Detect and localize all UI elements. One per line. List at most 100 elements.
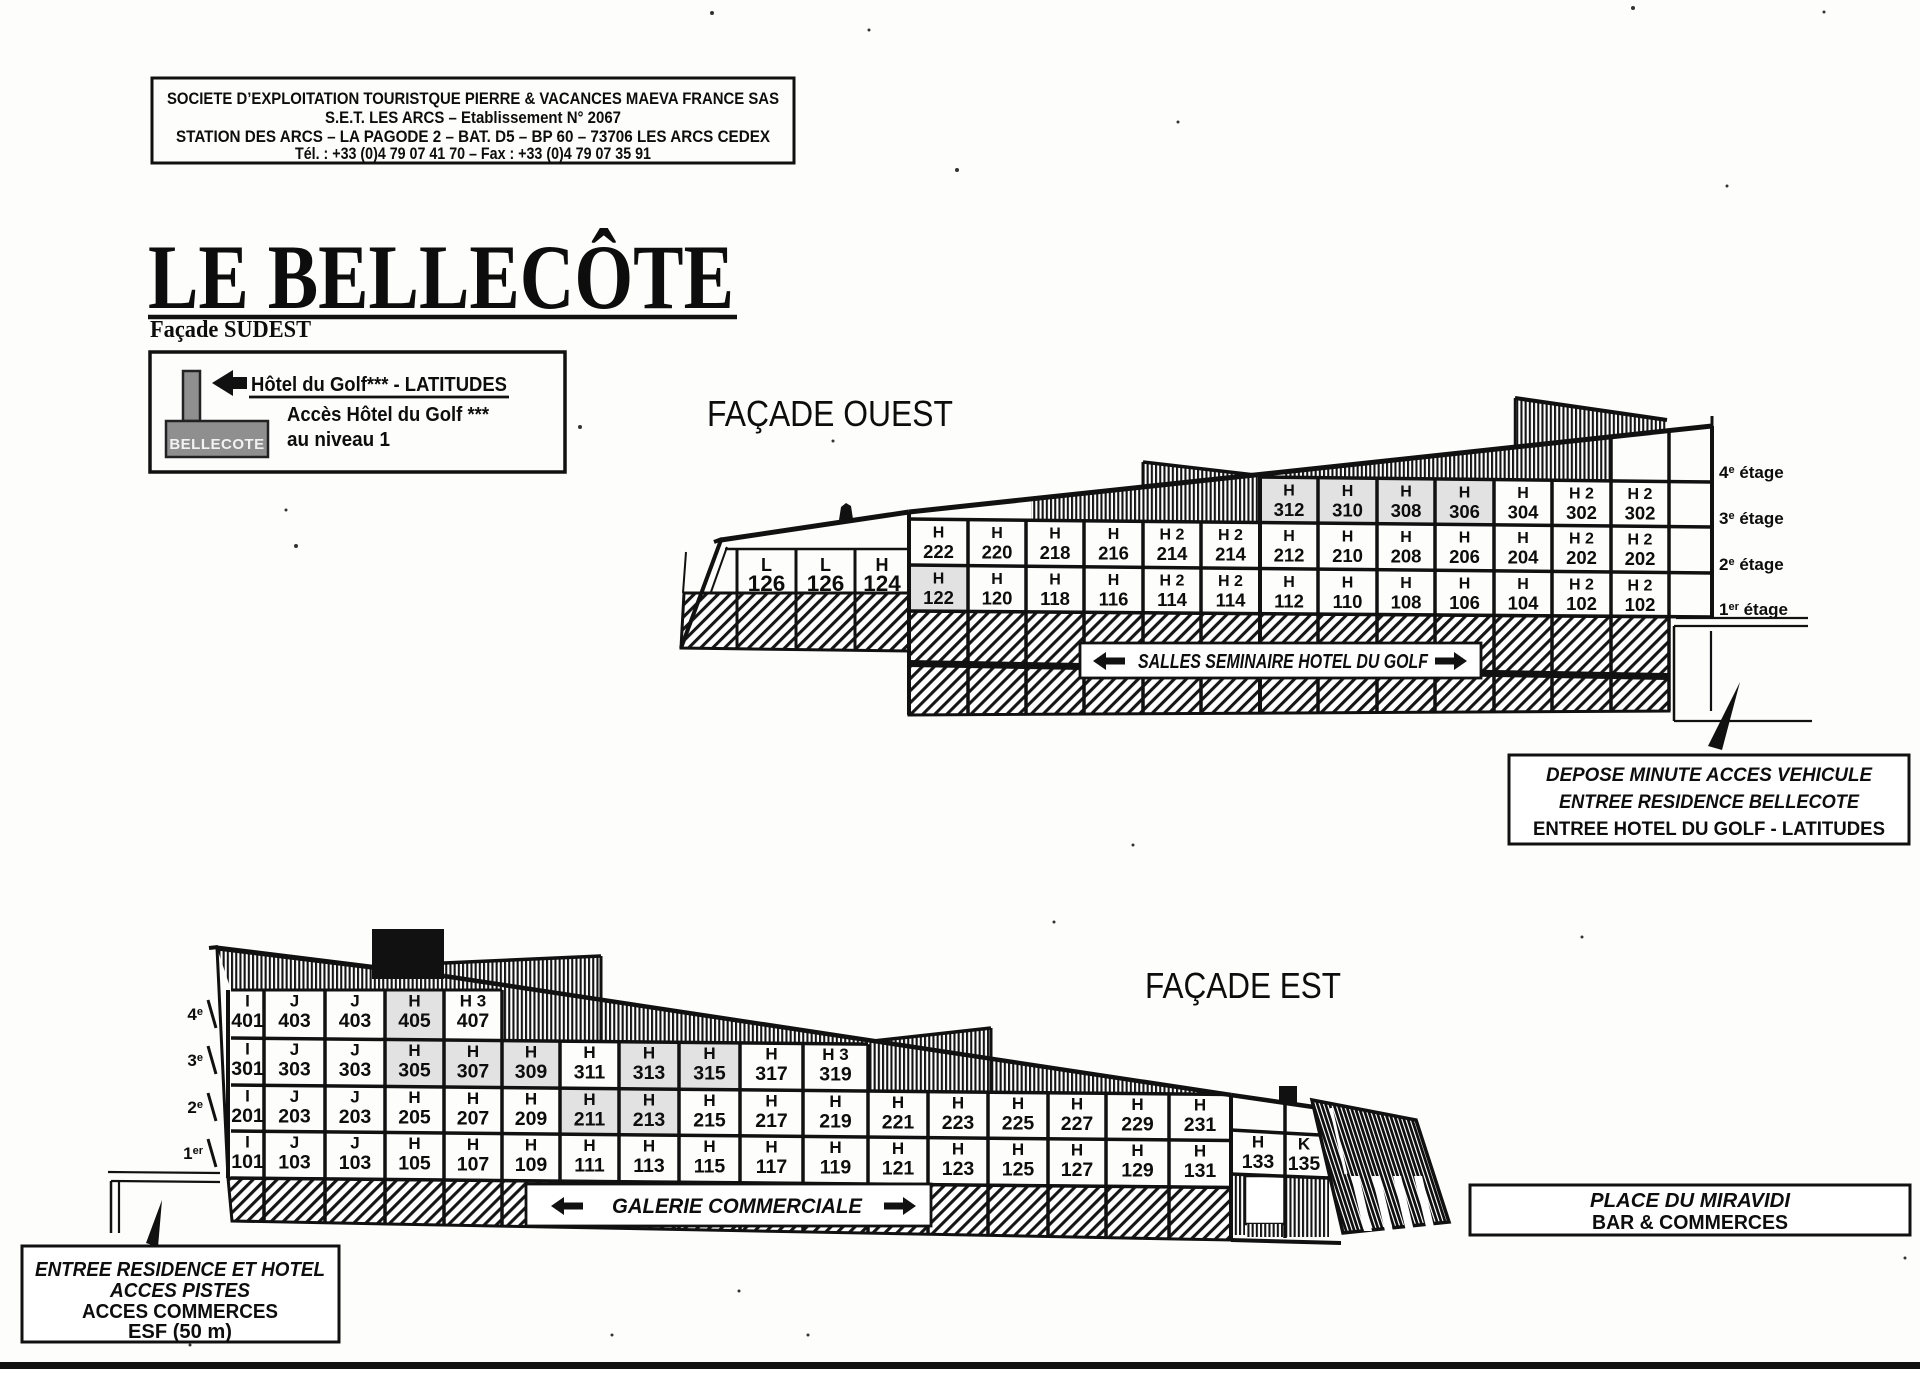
svg-text:H: H: [1342, 483, 1354, 500]
svg-text:225: 225: [1002, 1113, 1035, 1135]
svg-text:205: 205: [398, 1107, 431, 1129]
svg-text:113: 113: [633, 1155, 665, 1177]
svg-text:J: J: [290, 992, 299, 1011]
svg-text:135: 135: [1288, 1153, 1321, 1175]
svg-text:H: H: [933, 524, 945, 541]
svg-text:313: 313: [633, 1062, 666, 1084]
svg-text:308: 308: [1391, 500, 1422, 521]
svg-text:223: 223: [942, 1112, 975, 1134]
svg-text:116: 116: [1099, 589, 1129, 610]
svg-text:107: 107: [457, 1153, 490, 1175]
svg-text:H: H: [1071, 1141, 1083, 1160]
svg-text:J: J: [290, 1040, 299, 1059]
svg-text:H: H: [1049, 572, 1061, 589]
svg-text:110: 110: [1333, 591, 1363, 612]
svg-text:129: 129: [1121, 1160, 1154, 1182]
svg-text:BELLECOTE: BELLECOTE: [169, 436, 264, 453]
svg-text:H 2: H 2: [1628, 486, 1653, 503]
svg-text:H 3: H 3: [460, 992, 486, 1011]
svg-text:I: I: [245, 1133, 250, 1152]
svg-text:H 2: H 2: [1569, 531, 1594, 548]
svg-text:H: H: [1459, 530, 1471, 547]
svg-text:SALLES SEMINAIRE HOTEL DU GOLF: SALLES SEMINAIRE HOTEL DU GOLF: [1138, 651, 1429, 673]
svg-text:J: J: [350, 1088, 359, 1107]
svg-text:125: 125: [1002, 1159, 1035, 1181]
svg-text:H: H: [1108, 526, 1120, 543]
svg-text:229: 229: [1121, 1114, 1154, 1136]
svg-text:H: H: [991, 525, 1003, 542]
svg-text:301: 301: [231, 1058, 264, 1080]
svg-text:H: H: [703, 1137, 715, 1156]
svg-text:405: 405: [398, 1010, 431, 1032]
svg-text:309: 309: [515, 1061, 548, 1083]
svg-text:219: 219: [819, 1111, 852, 1133]
svg-text:H 2: H 2: [1218, 573, 1243, 590]
svg-text:121: 121: [882, 1157, 915, 1179]
svg-text:306: 306: [1449, 501, 1480, 522]
svg-text:FAÇADE EST: FAÇADE EST: [1145, 965, 1341, 1006]
svg-text:H: H: [1517, 530, 1529, 547]
svg-text:H: H: [1283, 482, 1295, 499]
svg-text:403: 403: [339, 1010, 372, 1032]
svg-text:126: 126: [748, 571, 786, 596]
svg-text:204: 204: [1508, 547, 1540, 568]
svg-text:403: 403: [278, 1010, 311, 1032]
svg-text:126: 126: [807, 571, 845, 596]
svg-text:201: 201: [231, 1105, 264, 1127]
svg-text:H: H: [583, 1043, 595, 1062]
svg-text:Accès Hôtel du Golf ***: Accès Hôtel du Golf ***: [287, 404, 489, 426]
svg-text:H: H: [1283, 528, 1295, 545]
svg-text:H: H: [1194, 1096, 1206, 1115]
svg-text:H: H: [876, 555, 889, 575]
svg-text:214: 214: [1215, 544, 1247, 565]
svg-text:GALERIE COMMERCIALE: GALERIE COMMERCIALE: [612, 1195, 863, 1218]
svg-text:303: 303: [278, 1059, 311, 1081]
svg-text:119: 119: [820, 1157, 852, 1179]
svg-text:H: H: [583, 1090, 595, 1109]
svg-text:SOCIETE D’EXPLOITATION TOURIST: SOCIETE D’EXPLOITATION TOURISTQUE PIERRE…: [167, 89, 779, 108]
svg-text:212: 212: [1274, 544, 1305, 565]
svg-text:203: 203: [339, 1106, 372, 1128]
svg-text:H: H: [829, 1138, 841, 1157]
svg-text:H: H: [1400, 484, 1412, 501]
svg-text:215: 215: [693, 1110, 726, 1132]
svg-text:221: 221: [882, 1111, 915, 1133]
svg-text:H 2: H 2: [1218, 527, 1243, 544]
svg-text:H: H: [933, 570, 945, 587]
svg-text:2e étage: 2e étage: [1719, 555, 1784, 574]
svg-text:H: H: [525, 1042, 537, 1061]
svg-text:206: 206: [1449, 546, 1480, 567]
svg-text:ACCES PISTES: ACCES PISTES: [109, 1280, 251, 1302]
svg-text:111: 111: [574, 1154, 605, 1176]
svg-text:H: H: [1131, 1141, 1143, 1160]
svg-text:227: 227: [1061, 1113, 1094, 1135]
svg-text:H: H: [1252, 1133, 1264, 1152]
svg-text:H: H: [1012, 1140, 1024, 1159]
svg-text:H: H: [703, 1091, 715, 1110]
svg-text:H 2: H 2: [1569, 486, 1594, 503]
svg-text:118: 118: [1040, 588, 1070, 609]
svg-text:H: H: [408, 1134, 420, 1153]
svg-text:J: J: [350, 1134, 359, 1153]
svg-text:PLACE DU MIRAVIDI: PLACE DU MIRAVIDI: [1590, 1190, 1790, 1212]
svg-text:312: 312: [1274, 499, 1305, 520]
svg-text:H: H: [525, 1089, 537, 1108]
svg-text:315: 315: [693, 1063, 726, 1085]
svg-text:H: H: [1400, 529, 1412, 546]
svg-text:106: 106: [1449, 592, 1480, 613]
svg-text:J: J: [290, 1133, 299, 1152]
svg-text:114: 114: [1216, 590, 1247, 611]
svg-text:H: H: [408, 1088, 420, 1107]
svg-text:303: 303: [339, 1059, 372, 1081]
svg-text:BAR & COMMERCES: BAR & COMMERCES: [1592, 1212, 1788, 1234]
svg-text:302: 302: [1625, 503, 1656, 524]
svg-text:H: H: [643, 1044, 655, 1063]
svg-text:3e étage: 3e étage: [1719, 509, 1784, 528]
svg-text:H: H: [892, 1093, 904, 1112]
svg-text:122: 122: [923, 587, 954, 608]
svg-text:FAÇADE OUEST: FAÇADE OUEST: [707, 393, 953, 434]
svg-text:310: 310: [1332, 500, 1363, 521]
svg-text:H: H: [991, 571, 1003, 588]
svg-text:Tél. : +33 (0)4 79 07 41 70 –: Tél. : +33 (0)4 79 07 41 70 – Fax : +33 …: [295, 144, 651, 163]
svg-text:H: H: [467, 1089, 479, 1108]
